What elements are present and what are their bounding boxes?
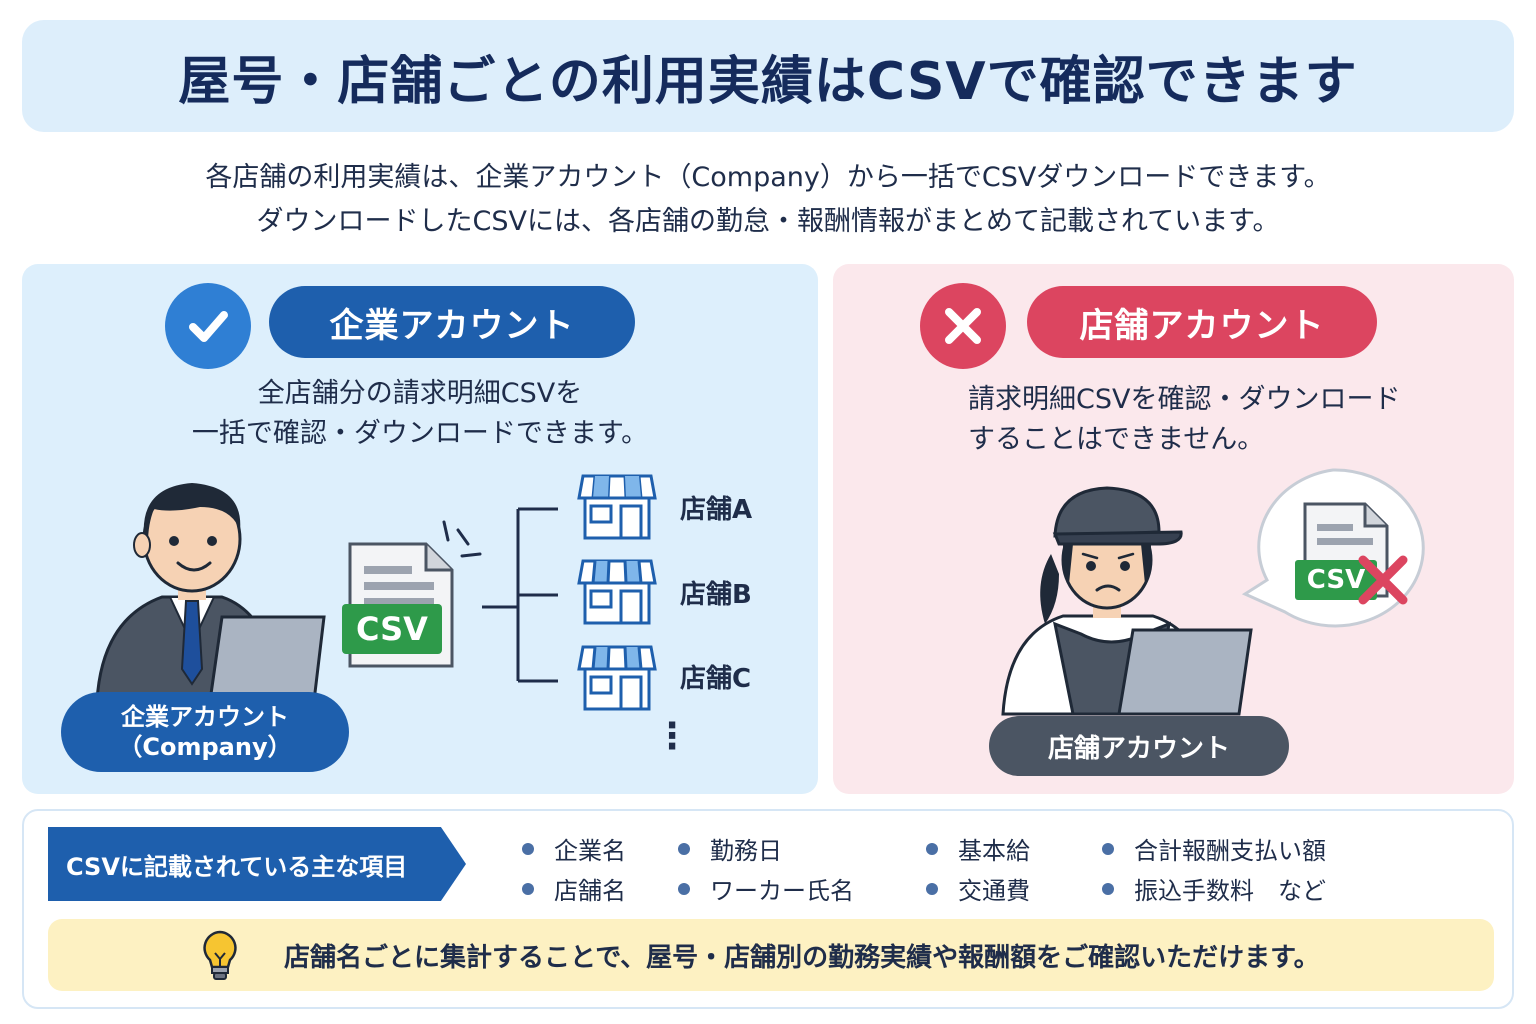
company-desc-line-2: 一括で確認・ダウンロードできます。 [191,418,649,449]
store-icon-a [577,474,657,540]
csv-items-section: CSVに記載されている主な項目 企業名 店舗名 勤務日 ワーカー氏名 基本給 交… [22,809,1514,1009]
more-stores-marker: ⋮ [654,716,690,757]
company-account-label: 企業アカウント （Company） [61,692,349,772]
store-worker-illustration [1001,486,1253,716]
bullet-icon [926,882,938,895]
bullet-icon [926,842,938,855]
store-icon-c [577,645,657,711]
company-label-line-1: 企業アカウント [121,703,289,731]
intro-line-2: ダウンロードしたCSVには、各店舗の勤怠・報酬情報がまとめて記載されています。 [256,206,1280,237]
tip-text: 店舗名ごとに集計することで、屋号・店舗別の勤務実績や報酬額をご確認いただけます。 [284,942,1320,973]
csv-item: 振込手数料 など [1102,871,1326,906]
bullet-icon [1102,842,1114,855]
csv-item: 勤務日 [678,831,782,866]
csv-item: 基本給 [926,831,1030,866]
bullet-icon [678,882,690,895]
bullet-icon [678,842,690,855]
check-icon [165,283,251,369]
csv-item: ワーカー氏名 [678,871,854,906]
page-title: 屋号・店舗ごとの利用実績はCSVで確認できます [178,51,1358,112]
store-label-a: 店舗A [680,495,753,525]
intro-line-1: 各店舗の利用実績は、企業アカウント（Company）から一括でCSVダウンロード… [205,162,1331,193]
bullet-icon [1102,882,1114,895]
bullet-icon [522,882,534,895]
bullet-icon [522,842,534,855]
cross-icon [920,283,1006,369]
company-account-heading: 企業アカウント [269,286,635,358]
store-account-desc: 請求明細CSVを確認・ダウンロード することはできません。 [968,380,1488,460]
store-account-heading: 店舗アカウント [1027,286,1377,358]
store-desc-line-1: 請求明細CSVを確認・ダウンロード [968,384,1401,415]
businessman-illustration [95,483,326,703]
company-desc-line-1: 全店舗分の請求明細CSVを [257,378,583,409]
intro-text: 各店舗の利用実績は、企業アカウント（Company）から一括でCSVダウンロード… [0,156,1536,244]
csv-item: 店舗名 [522,871,626,906]
lightbulb-icon [203,930,237,980]
store-account-label: 店舗アカウント [989,716,1289,776]
company-account-panel: 企業アカウント 全店舗分の請求明細CSVを 一括で確認・ダウンロードできます。 … [22,264,818,794]
csv-items-tag: CSVに記載されている主な項目 [48,827,466,901]
csv-badge: CSV [342,604,442,654]
csv-item: 合計報酬支払い額 [1102,831,1326,866]
company-account-desc: 全店舗分の請求明細CSVを 一括で確認・ダウンロードできます。 [22,374,818,454]
store-icon-b [577,559,657,625]
csv-item: 企業名 [522,831,626,866]
store-account-panel: 店舗アカウント 請求明細CSVを確認・ダウンロード することはできません。 [833,264,1514,794]
tip-note: 店舗名ごとに集計することで、屋号・店舗別の勤務実績や報酬額をご確認いただけます。 [48,919,1494,991]
csv-item: 交通費 [926,871,1030,906]
denied-cross-icon [1358,555,1408,605]
store-label-c: 店舗C [680,664,752,694]
store-label-b: 店舗B [680,580,752,610]
company-label-line-2: （Company） [118,733,292,761]
store-tree-connector [482,507,558,683]
title-banner: 屋号・店舗ごとの利用実績はCSVで確認できます [22,20,1514,132]
store-desc-line-2: することはできません。 [968,424,1265,455]
